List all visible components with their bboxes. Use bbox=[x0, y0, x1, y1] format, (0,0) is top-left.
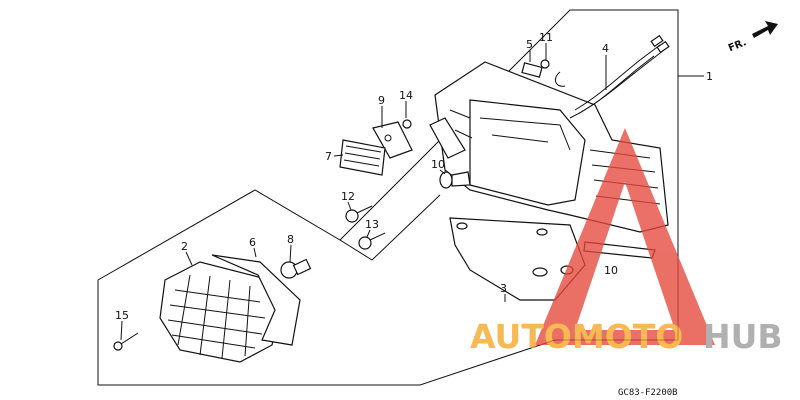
callout-9: 9 bbox=[378, 94, 385, 107]
callout-6: 6 bbox=[249, 236, 256, 249]
wire-harness bbox=[554, 34, 670, 119]
callout-7: 7 bbox=[325, 150, 332, 163]
front-arrow-icon bbox=[752, 21, 778, 38]
watermark-text-automoto: AUTOMOTO bbox=[470, 317, 683, 356]
front-direction-label: FR. bbox=[727, 37, 748, 54]
gasket-part-6 bbox=[211, 254, 301, 346]
assembly-outline bbox=[97, 9, 679, 386]
bracket-part-5 bbox=[521, 62, 543, 78]
callout-5: 5 bbox=[526, 38, 533, 51]
callout-11: 11 bbox=[539, 31, 553, 44]
callout-13: 13 bbox=[365, 218, 379, 231]
callout-10b: 10 bbox=[604, 264, 618, 277]
callout-14: 14 bbox=[399, 89, 413, 102]
callout-4: 4 bbox=[602, 42, 609, 55]
callout-8: 8 bbox=[287, 233, 294, 246]
grommet-part-10 bbox=[439, 171, 471, 189]
watermark: AUTOMOTO HUB bbox=[470, 128, 783, 356]
diagram-reference-code: GC83-F2200B bbox=[618, 388, 678, 398]
callout-3: 3 bbox=[500, 282, 507, 295]
callout-12: 12 bbox=[341, 190, 355, 203]
callout-10a: 10 bbox=[431, 158, 445, 171]
screw-part-14 bbox=[402, 119, 412, 129]
lens-part-2 bbox=[159, 261, 281, 363]
nut-part-11 bbox=[540, 59, 550, 69]
front-direction-indicator: FR. bbox=[727, 21, 778, 54]
lens-group-outline bbox=[339, 194, 441, 261]
bulb-part-8 bbox=[280, 258, 312, 279]
watermark-text-hub: HUB bbox=[703, 317, 783, 356]
callout-2: 2 bbox=[181, 240, 188, 253]
screw-part-13 bbox=[358, 232, 386, 250]
reflector-part-7 bbox=[339, 139, 386, 176]
screw-part-12 bbox=[345, 205, 373, 223]
callout-15: 15 bbox=[115, 309, 129, 322]
callout-1: 1 bbox=[706, 70, 713, 83]
watermark-triangle-icon bbox=[535, 128, 715, 345]
screw-part-15 bbox=[113, 332, 139, 351]
callout-labels: 1 2 3 4 5 6 7 8 9 10 10 11 12 13 14 15 bbox=[115, 31, 713, 322]
leader-lines bbox=[120, 43, 704, 341]
